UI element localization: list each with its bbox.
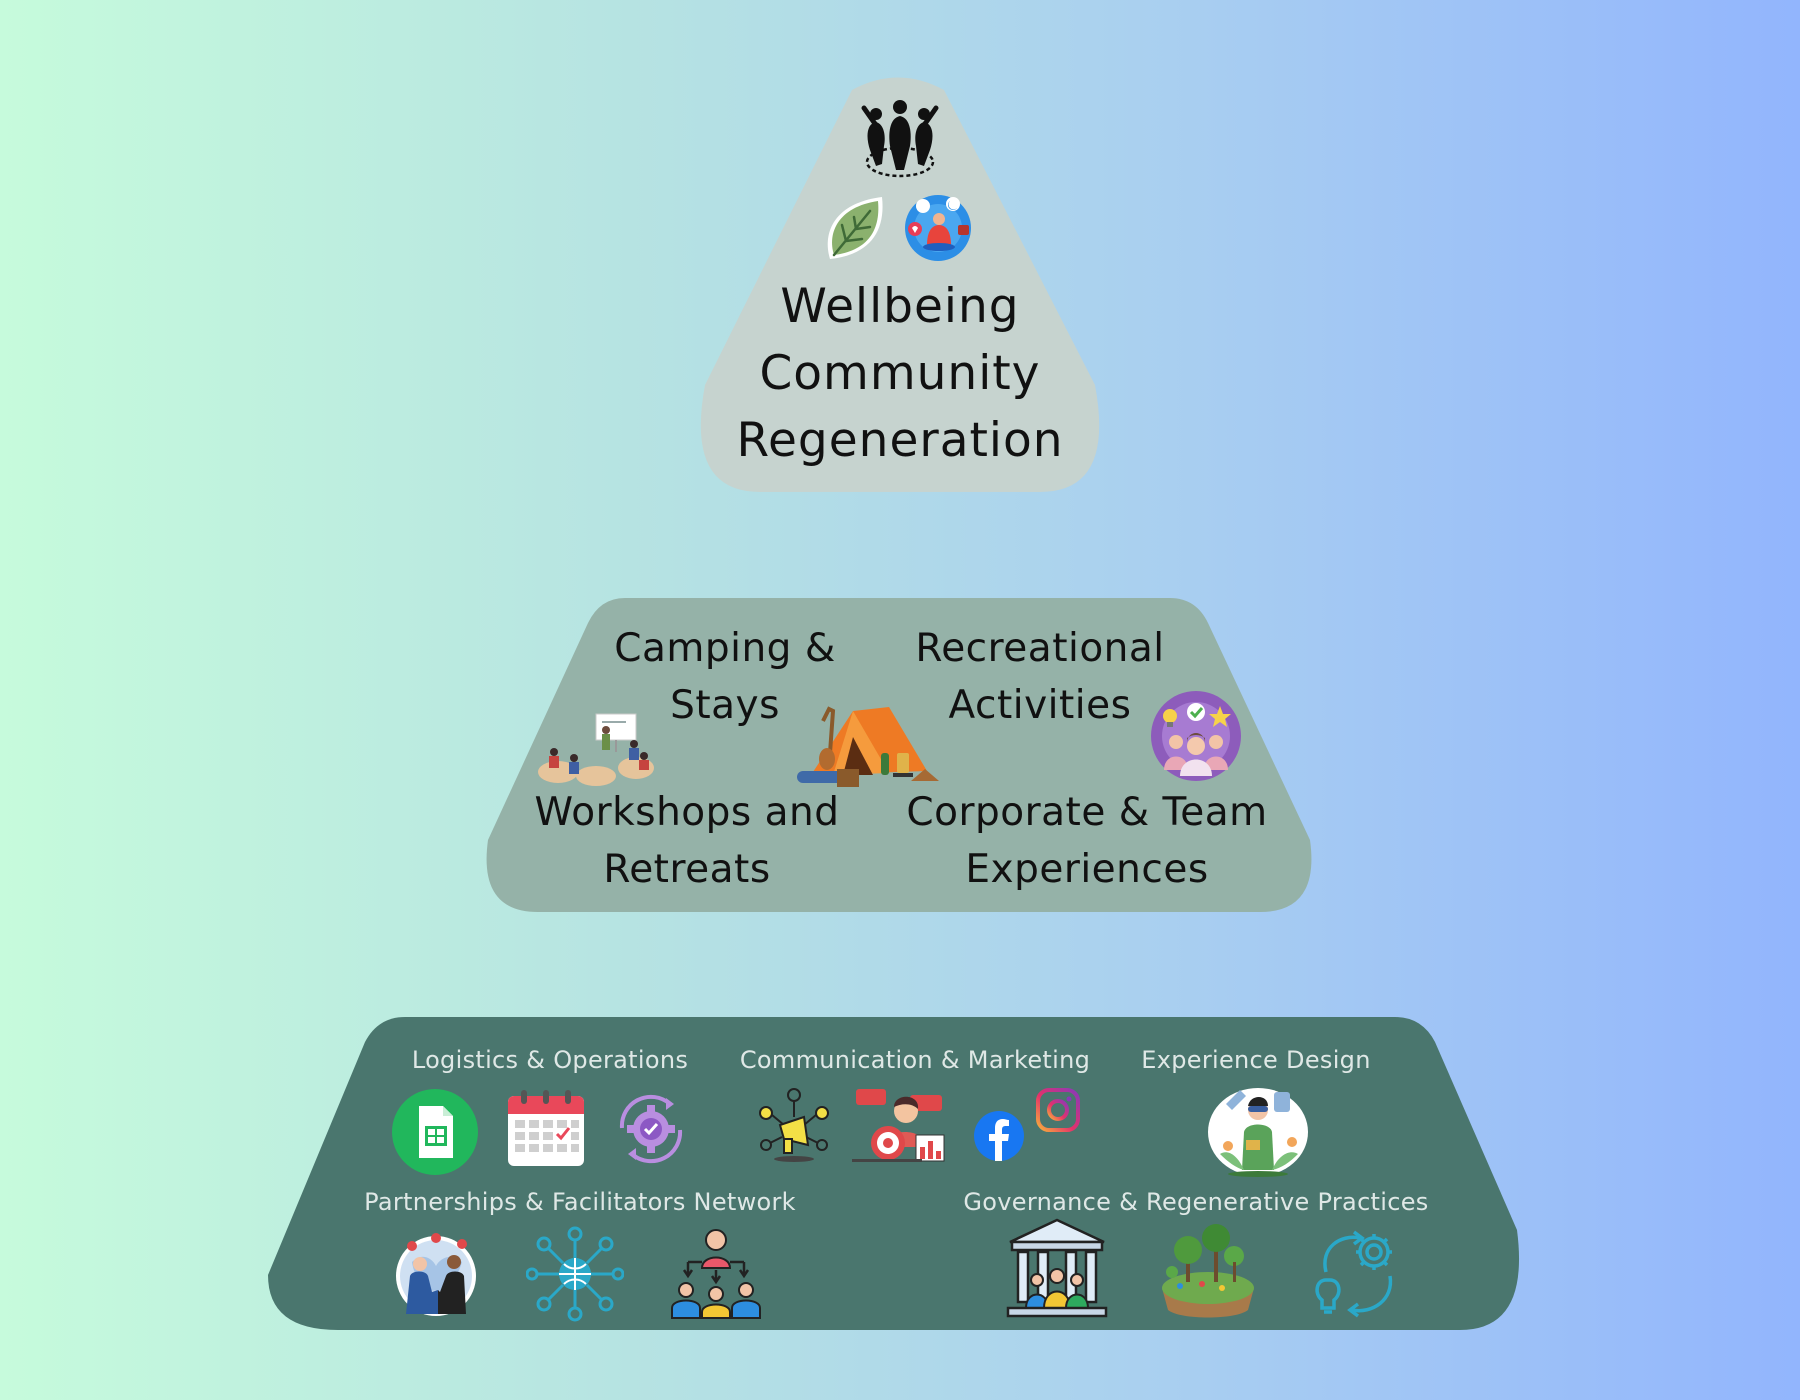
instagram-icon: [1036, 1088, 1080, 1132]
marketing-target-icon: [852, 1089, 945, 1162]
team-leader-icon: [671, 1229, 761, 1319]
mid-item-corporate-line-2: Experiences: [965, 847, 1209, 892]
category-logistics-label: Logistics & Operations: [411, 1046, 689, 1074]
experience-designer-icon: [1208, 1088, 1308, 1177]
mid-item-camping-line-1: Camping &: [614, 626, 836, 671]
calendar-icon: [508, 1090, 584, 1166]
top-tier-shape: [700, 77, 1100, 492]
top-title-line-1: Wellbeing: [780, 279, 1020, 334]
camping-tent-icon: [797, 706, 939, 787]
category-governance-label: Governance & Regenerative Practices: [963, 1188, 1429, 1216]
community-icon: [861, 100, 939, 178]
mid-item-workshops-line-1: Workshops and: [534, 790, 840, 835]
team-ideas-icon: [1151, 691, 1241, 781]
mid-item-camping-line-2: Stays: [670, 683, 780, 728]
network-globe-icon: [526, 1226, 624, 1322]
category-partnerships-label: Partnerships & Facilitators Network: [364, 1188, 796, 1216]
mid-item-corporate-line-1: Corporate & Team: [906, 790, 1268, 835]
idea-cycle-icon: [1315, 1230, 1393, 1318]
category-experience-label: Experience Design: [1141, 1046, 1371, 1074]
spreadsheet-icon: [392, 1089, 478, 1175]
wellness-meditation-icon: [905, 195, 971, 261]
mid-item-recreational-line-1: Recreational: [915, 626, 1165, 671]
mid-item-workshops-line-2: Retreats: [603, 847, 771, 892]
settings-check-icon: [619, 1094, 683, 1164]
workshop-presentation-icon: [538, 713, 654, 786]
base-tier-shape: [268, 1017, 1520, 1330]
mid-item-recreational-line-2: Activities: [948, 683, 1132, 728]
megaphone-network-icon: [759, 1088, 829, 1162]
top-title-line-2: Community: [759, 346, 1041, 401]
institution-icon: [1006, 1218, 1108, 1318]
top-title-line-3: Regeneration: [736, 413, 1064, 468]
facebook-icon: [974, 1111, 1024, 1161]
forest-island-icon: [1162, 1224, 1254, 1318]
category-communication-label: Communication & Marketing: [739, 1046, 1091, 1074]
leaf-icon: [827, 197, 883, 259]
handshake-globe-icon: [396, 1233, 476, 1316]
